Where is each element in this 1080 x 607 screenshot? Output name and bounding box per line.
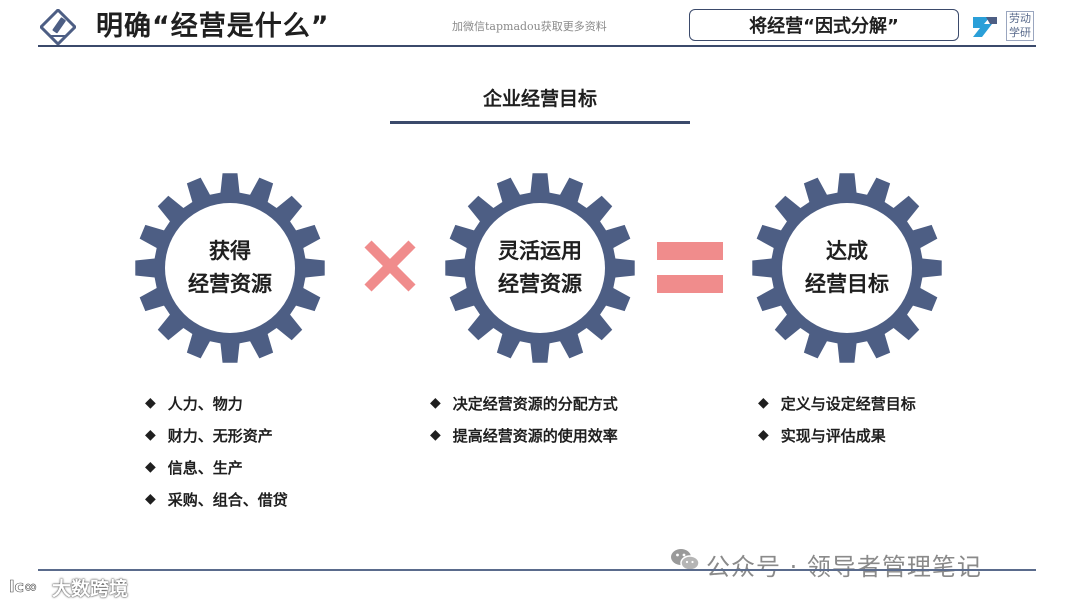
list-item: ◆决定经营资源的分配方式: [430, 394, 618, 413]
diamond-bullet-icon: ◆: [145, 427, 156, 443]
diamond-bullet-icon: ◆: [758, 395, 769, 411]
section-title: 企业经营目标: [482, 88, 597, 110]
pencil-icon: [40, 9, 76, 45]
diamond-bullet-icon: ◆: [145, 491, 156, 507]
list-item: ◆财力、无形资产: [145, 426, 273, 445]
gear-center: [475, 203, 605, 333]
gear-center: [165, 203, 295, 333]
gear-label-line2: 经营资源: [188, 272, 272, 296]
gear-label-achieve: 达成 经营目标: [747, 235, 947, 301]
section-label-box: 将经营“因式分解”: [689, 9, 959, 41]
gear-icon: [752, 173, 942, 363]
header-divider: [38, 45, 1036, 47]
brand-logo-icon: [970, 14, 1000, 38]
list-item: ◆人力、物力: [145, 394, 243, 413]
gear-label-line1: 灵活运用: [498, 239, 582, 263]
list-item: ◆定义与设定经营目标: [758, 394, 916, 413]
list-item: ◆采购、组合、借贷: [145, 490, 288, 509]
gear-icon: [135, 173, 325, 363]
gear-label-line1: 获得: [209, 239, 251, 263]
corner-watermark-text: 大数跨境: [52, 578, 129, 600]
multiply-icon: [364, 240, 416, 292]
section-underline: [390, 121, 690, 124]
diamond-bullet-icon: ◆: [145, 459, 156, 475]
resource-list: ◆人力、物力 ◆财力、无形资产 ◆信息、生产 ◆采购、组合、借贷: [145, 387, 288, 515]
brand-logo-text: 劳动学研: [1006, 11, 1034, 41]
footer-divider: [38, 569, 1036, 571]
equals-icon: [657, 275, 723, 293]
header-watermark: 加微信tapmadou获取更多资料: [452, 20, 607, 33]
utilization-list: ◆决定经营资源的分配方式 ◆提高经营资源的使用效率: [430, 387, 618, 451]
gear-label-line2: 经营目标: [805, 272, 889, 296]
goal-list: ◆定义与设定经营目标 ◆实现与评估成果: [758, 387, 916, 451]
equals-icon: [657, 242, 723, 260]
diamond-bullet-icon: ◆: [758, 427, 769, 443]
diamond-bullet-icon: ◆: [145, 395, 156, 411]
svg-text:lc∞: lc∞: [9, 577, 37, 596]
page-title: 明确“经营是什么”: [96, 11, 330, 42]
diamond-bullet-icon: ◆: [430, 427, 441, 443]
gear-label-line1: 达成: [826, 239, 868, 263]
diamond-bullet-icon: ◆: [430, 395, 441, 411]
wechat-account-text: 公众号 · 领导者管理笔记: [706, 553, 982, 581]
gear-icon: [445, 173, 635, 363]
gear-center: [782, 203, 912, 333]
corner-logo-icon: lc∞: [9, 577, 38, 597]
gear-label-acquire: 获得 经营资源: [130, 235, 330, 301]
gear-label-utilize: 灵活运用 经营资源: [440, 235, 640, 301]
list-item: ◆提高经营资源的使用效率: [430, 426, 618, 445]
list-item: ◆信息、生产: [145, 458, 243, 477]
list-item: ◆实现与评估成果: [758, 426, 886, 445]
wechat-icon: [671, 549, 700, 571]
gear-label-line2: 经营资源: [498, 272, 582, 296]
